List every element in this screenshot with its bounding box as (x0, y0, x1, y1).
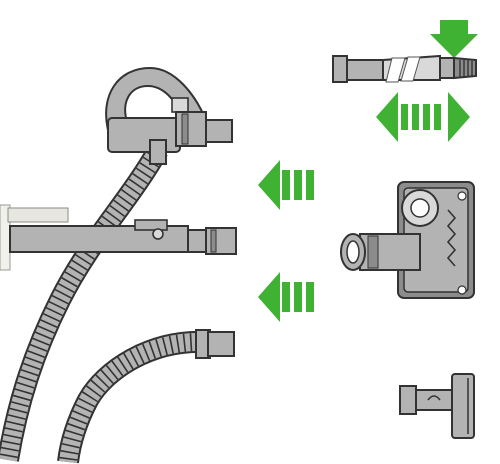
down-arrow-icon (430, 20, 478, 58)
extension-wand (9, 219, 237, 255)
left-arrow-icon (258, 272, 314, 322)
turbine-brush-head (340, 181, 475, 299)
combination-brush-tool (332, 54, 477, 83)
double-headed-arrow-icon (376, 92, 470, 142)
left-arrow-icon (258, 160, 314, 210)
flexible-hose (57, 329, 235, 464)
table-edge (0, 204, 69, 271)
attached-hose (0, 144, 168, 462)
wand-handle (105, 66, 233, 165)
mini-turbine-tool (399, 373, 475, 439)
